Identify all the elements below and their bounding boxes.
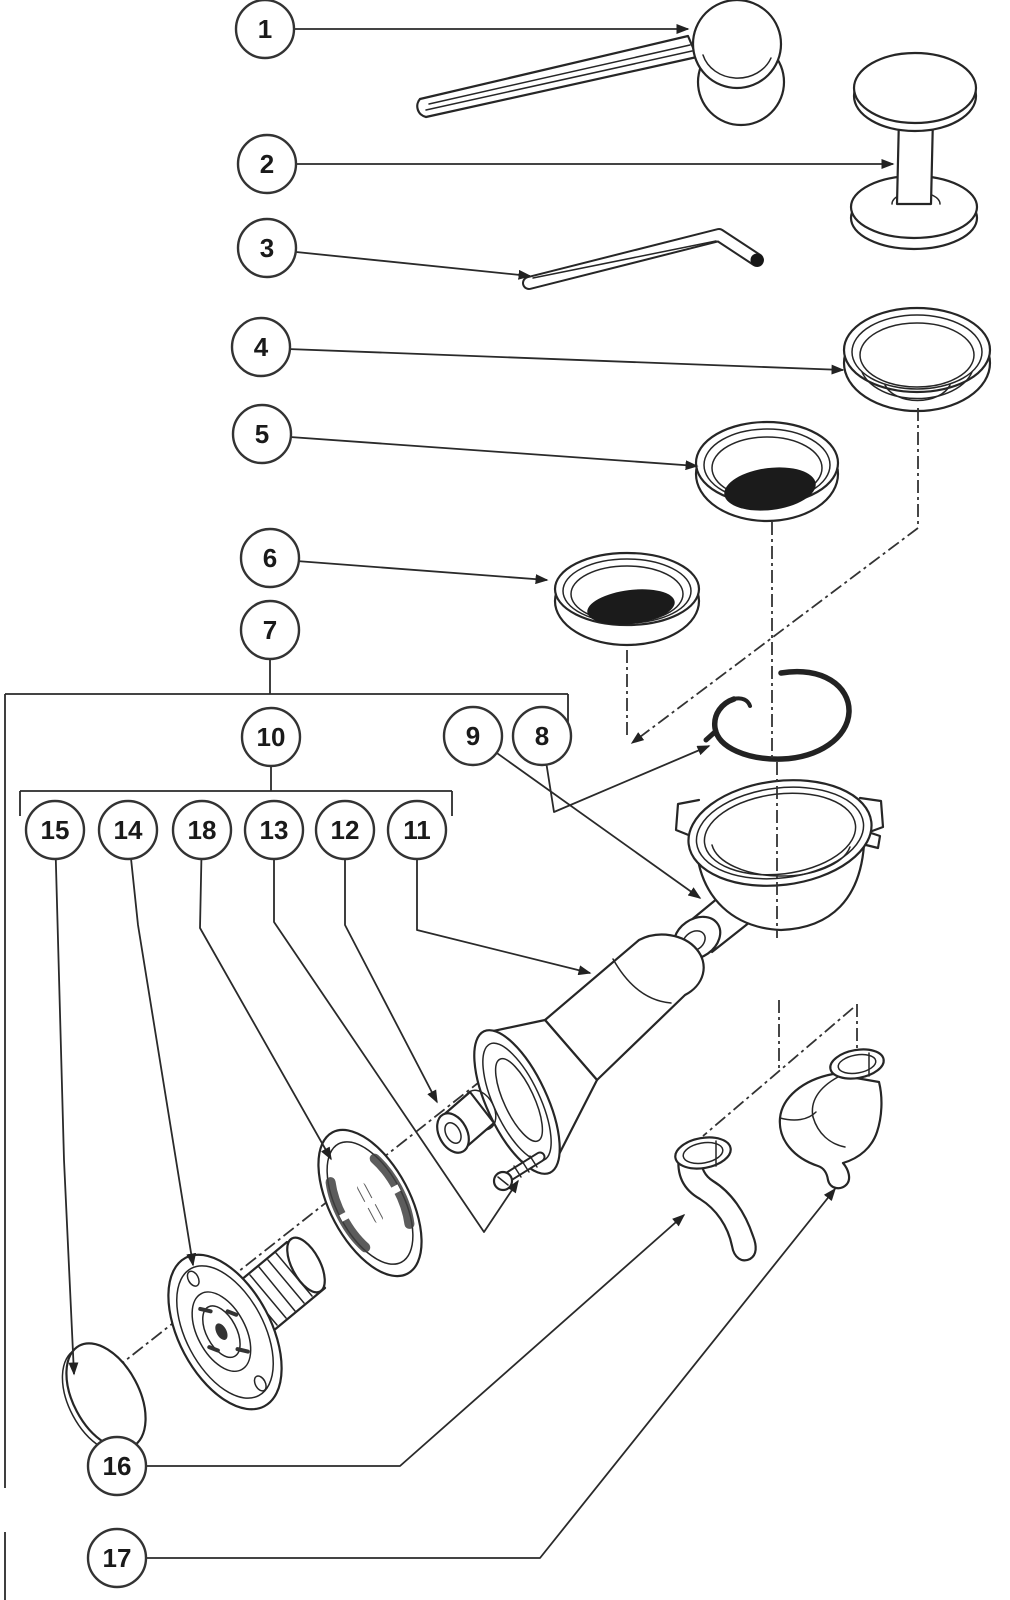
- callout-9: 9: [442, 705, 504, 767]
- bracket-group-7: [4, 630, 569, 1600]
- part-screw: [492, 1151, 546, 1192]
- bracket-group-10: [19, 737, 453, 816]
- callout-18: 18: [171, 799, 233, 861]
- part-single-spout: [674, 1136, 757, 1262]
- callout-16: 16: [86, 1435, 148, 1497]
- leader-9: [472, 735, 702, 899]
- part-measuring-scoop: [416, 0, 786, 127]
- callout-8: 8: [511, 705, 573, 767]
- callout-12: 12: [314, 799, 376, 861]
- callout-17: 17: [86, 1527, 148, 1589]
- part-dispersion-block: [167, 1236, 327, 1411]
- svg-text:2: 2: [260, 149, 274, 179]
- leader-16: [117, 1214, 686, 1467]
- svg-text:6: 6: [263, 543, 277, 573]
- part-handle: [473, 933, 705, 1175]
- svg-text:14: 14: [114, 815, 143, 845]
- svg-text:3: 3: [260, 233, 274, 263]
- leader-14: [127, 829, 197, 1267]
- leader-5: [261, 434, 699, 471]
- svg-text:8: 8: [535, 721, 549, 751]
- leader-18: [199, 829, 332, 1161]
- callout-13: 13: [243, 799, 305, 861]
- leader-12: [344, 830, 438, 1104]
- callout-10: 10: [240, 706, 302, 768]
- part-double-spout: [778, 1048, 885, 1190]
- part-filter-basket-one-cup: [553, 551, 701, 647]
- leader-15: [54, 829, 79, 1376]
- leader-4: [260, 347, 845, 375]
- svg-text:18: 18: [188, 815, 217, 845]
- svg-text:4: 4: [254, 332, 269, 362]
- part-tamper: [849, 51, 979, 251]
- callout-4: 4: [230, 316, 292, 378]
- svg-text:15: 15: [41, 815, 70, 845]
- leader-3: [266, 248, 532, 280]
- svg-text:17: 17: [103, 1543, 132, 1573]
- leader-17: [117, 1187, 836, 1559]
- leader-6: [269, 558, 549, 585]
- callout-3: 3: [236, 217, 298, 279]
- svg-text:12: 12: [331, 815, 360, 845]
- part-spring-clip: [703, 668, 852, 762]
- svg-text:1: 1: [258, 14, 272, 44]
- svg-text:16: 16: [103, 1451, 132, 1481]
- leader-13: [273, 830, 519, 1233]
- part-filter-basket-two-cup: [842, 306, 992, 413]
- svg-text:5: 5: [255, 419, 269, 449]
- part-cleaning-tool: [522, 228, 764, 290]
- part-portafilter-body: [672, 779, 885, 961]
- svg-text:10: 10: [257, 722, 286, 752]
- part-filter-basket-filled: [694, 420, 840, 523]
- part-shower-screen: [317, 1128, 423, 1278]
- callout-1: 1: [234, 0, 296, 60]
- leader-lines: [54, 24, 895, 1559]
- callout-14: 14: [97, 799, 159, 861]
- svg-text:13: 13: [260, 815, 289, 845]
- svg-text:11: 11: [403, 815, 431, 845]
- callout-7: 7: [239, 599, 301, 661]
- callout-11: 11: [386, 799, 448, 861]
- part-handle-boss: [436, 1089, 497, 1154]
- callout-6: 6: [239, 527, 301, 589]
- callout-15: 15: [24, 799, 86, 861]
- svg-text:7: 7: [263, 615, 277, 645]
- leader-11: [416, 830, 592, 976]
- svg-text:9: 9: [466, 721, 480, 751]
- callout-5: 5: [231, 403, 293, 465]
- callout-2: 2: [236, 133, 298, 195]
- centerlines: [626, 408, 919, 1137]
